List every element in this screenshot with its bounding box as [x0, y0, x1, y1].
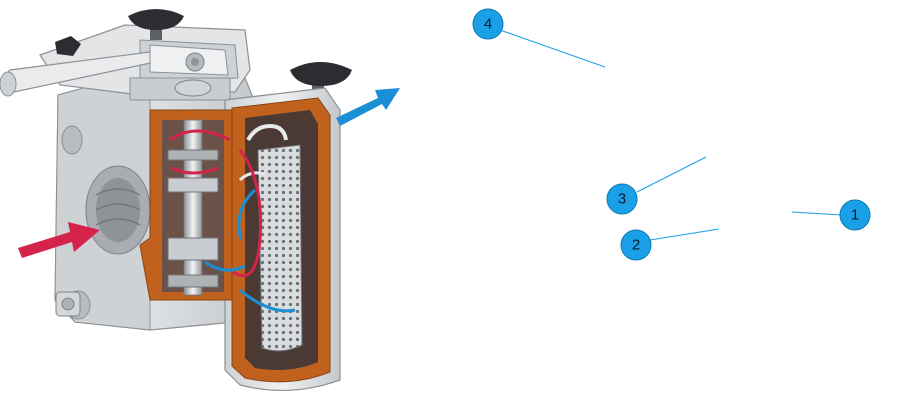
callout-badge-4-label: 4 [484, 16, 492, 33]
callout-badge-2-circle [620, 229, 652, 261]
callout-badge-3-circle [606, 183, 638, 215]
changeover-lever [0, 44, 229, 97]
clamp-knob-left [55, 36, 81, 56]
inlet-flow-arrow [18, 222, 100, 258]
callout-badge-2: 2 [620, 229, 652, 261]
leader-line-1 [791, 211, 843, 216]
leader-line-3 [636, 156, 707, 193]
clamp-knob-top [128, 9, 184, 40]
filter-basket [238, 123, 303, 352]
callout-badge-4-circle [472, 8, 504, 40]
body-cutaway-section [139, 79, 233, 301]
callout-badge-1-label: 1 [851, 207, 859, 224]
callout-badge-1-circle [839, 199, 871, 231]
drain-plug [55, 291, 81, 317]
callout-badge-3-label: 3 [618, 191, 626, 208]
internal-flow-blue [204, 188, 296, 313]
callout-badge-1: 1 [839, 199, 871, 231]
callout-badge-2-label: 2 [632, 237, 640, 254]
internal-flow-red [169, 129, 263, 278]
callout-badge-3: 3 [606, 183, 638, 215]
leader-line-2 [649, 228, 720, 241]
leader-line-4 [499, 29, 606, 68]
leader-lines [499, 29, 843, 241]
outlet-flow-arrow [336, 88, 400, 126]
callout-badge-4: 4 [472, 8, 504, 40]
